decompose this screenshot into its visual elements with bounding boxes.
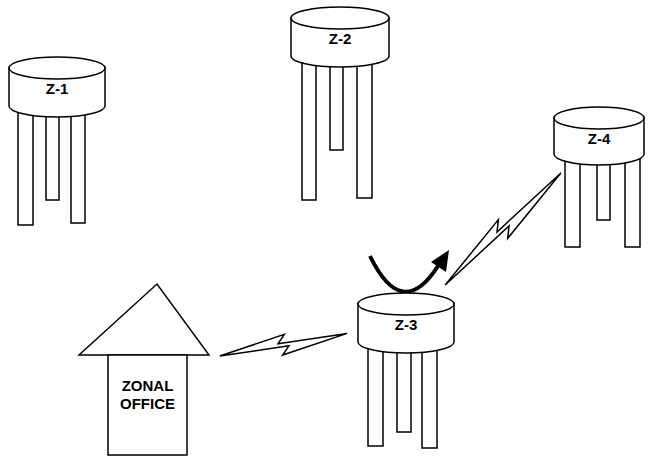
- tank-label: Z-4: [553, 130, 645, 148]
- office-label: ZONAL OFFICE: [111, 377, 184, 413]
- tank-label: Z-1: [8, 80, 106, 98]
- wireless-link: [445, 173, 561, 285]
- tank-label: Z-3: [357, 316, 455, 334]
- water-tank: Z-1: [8, 56, 106, 118]
- office-building: ZONAL OFFICE: [78, 282, 210, 457]
- water-tank: Z-3: [357, 292, 455, 354]
- tank-label: Z-2: [290, 30, 390, 48]
- water-tank: Z-4: [553, 106, 645, 166]
- water-tank: Z-2: [290, 6, 390, 68]
- house-outline: [78, 282, 210, 457]
- wireless-link: [220, 333, 347, 356]
